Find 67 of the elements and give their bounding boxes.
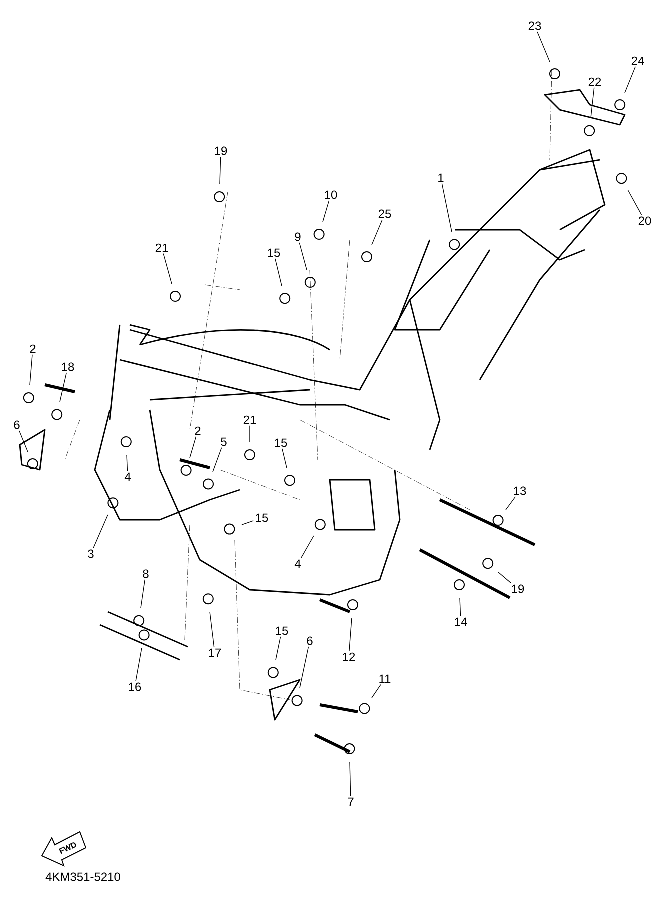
- leader-line: [93, 514, 108, 548]
- callout-number: 16: [129, 682, 142, 692]
- leader-line: [220, 156, 222, 184]
- callout-number: 1: [438, 174, 444, 182]
- leader-line: [140, 580, 146, 608]
- leader-line: [299, 242, 308, 270]
- leader-line: [624, 66, 636, 94]
- callout-number: 6: [14, 420, 20, 430]
- callout-number: 24: [632, 56, 644, 66]
- leader-line: [30, 354, 33, 386]
- leader-line: [442, 183, 452, 232]
- callout-number: 3: [88, 550, 94, 558]
- leader-line: [537, 32, 550, 62]
- callout-number: 19: [512, 584, 524, 594]
- leader-line: [212, 448, 222, 472]
- leader-line: [126, 454, 128, 472]
- leader-line: [498, 572, 512, 584]
- callout-number: 22: [588, 78, 602, 86]
- callout-number: 17: [209, 648, 222, 658]
- leader-line: [19, 430, 28, 452]
- leader-line: [282, 448, 288, 468]
- leader-line: [60, 372, 67, 402]
- callout-number: 21: [244, 416, 256, 424]
- callout-number: 18: [62, 362, 74, 372]
- leader-line: [506, 496, 516, 510]
- leader-line: [460, 598, 462, 617]
- callout-number: 4: [124, 472, 131, 482]
- callout-number: 11: [380, 674, 391, 684]
- leader-line: [628, 190, 642, 216]
- callout-number: 7: [348, 798, 354, 806]
- callout-number: 15: [256, 514, 268, 522]
- callout-number: 20: [638, 216, 652, 226]
- leader-line: [349, 618, 352, 652]
- part-number: 4KM351-5210: [46, 872, 120, 882]
- callout-number: 13: [514, 486, 526, 496]
- leader-line: [372, 220, 383, 246]
- leader-line: [242, 520, 254, 526]
- callout-number: 19: [215, 146, 228, 156]
- callout-number: 23: [528, 22, 542, 30]
- leader-line: [210, 612, 215, 648]
- callout-number: 10: [325, 190, 338, 200]
- leader-line: [300, 536, 314, 559]
- callout-number: 9: [295, 232, 301, 242]
- leader-line: [322, 200, 330, 222]
- callout-number: 12: [343, 652, 356, 662]
- leader-line: [190, 436, 197, 458]
- leader-line: [163, 254, 172, 284]
- leader-line: [136, 648, 142, 682]
- callout-number: 4: [294, 560, 301, 568]
- callout-number: 14: [455, 618, 468, 626]
- leader-line: [590, 88, 595, 118]
- callout-number: 15: [276, 626, 288, 636]
- callout-number: 15: [268, 248, 280, 258]
- leader-line: [350, 762, 352, 797]
- callout-number: 6: [307, 636, 313, 646]
- direction-label: FWD: [59, 842, 76, 854]
- callout-number: 2: [195, 426, 201, 436]
- callout-number: 2: [30, 344, 36, 354]
- callout-number: 8: [143, 570, 149, 578]
- callout-number: 25: [378, 210, 392, 218]
- leader-line: [372, 684, 382, 698]
- callout-number: 15: [275, 438, 288, 448]
- callout-number: 5: [221, 438, 227, 446]
- leader-line: [276, 636, 282, 660]
- leader-line: [300, 646, 310, 688]
- leader-line: [275, 258, 282, 286]
- callout-number: 21: [156, 244, 168, 252]
